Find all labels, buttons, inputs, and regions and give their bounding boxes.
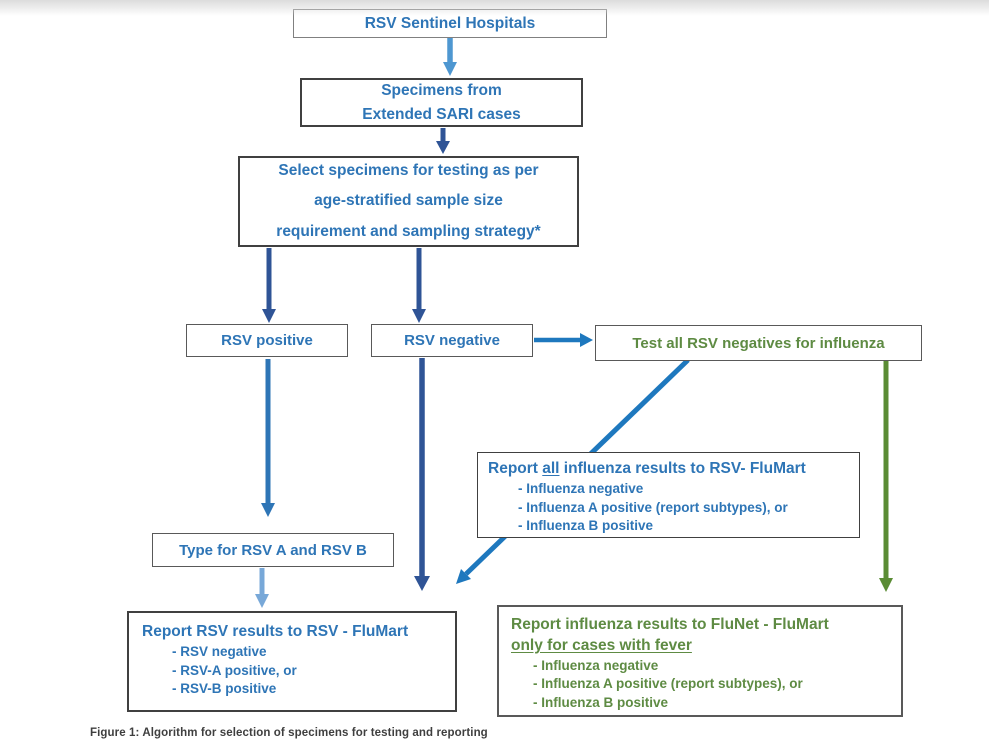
node-label-line1: Select specimens for testing as per xyxy=(278,162,539,180)
node-label: RSV negative xyxy=(404,332,500,349)
node-label: Type for RSV A and RSV B xyxy=(179,541,367,559)
report-flunet-title-line2: only for cases with fever xyxy=(511,636,692,654)
node-label-line1: Specimens from xyxy=(381,82,502,100)
figure-caption: Figure 1: Algorithm for selection of spe… xyxy=(90,727,488,739)
node-rsv-sentinel-hospitals: RSV Sentinel Hospitals xyxy=(293,9,607,38)
node-report-rsv-flumart: Report RSV results to RSV - FluMart - RS… xyxy=(127,611,457,712)
node-report-flunet-flumart: Report influenza results to FluNet - Flu… xyxy=(497,605,903,717)
node-report-influenza-rsv-flumart: Report all influenza results to RSV- Flu… xyxy=(477,452,860,538)
arrow-select-to-rsv-positive xyxy=(262,248,276,323)
arrow-select-to-rsv-negative xyxy=(412,248,426,323)
list-item: - Influenza negative xyxy=(533,657,659,673)
report-flunet-title-line1: Report influenza results to FluNet - Flu… xyxy=(511,616,829,633)
node-specimens-extended-sari: Specimens from Extended SARI cases xyxy=(300,78,583,127)
node-type-rsv-a-b: Type for RSV A and RSV B xyxy=(152,533,394,567)
node-rsv-positive: RSV positive xyxy=(186,324,348,357)
node-label-line3: requirement and sampling strategy* xyxy=(276,222,541,240)
node-select-specimens: Select specimens for testing as per age-… xyxy=(238,156,579,247)
list-item: - Influenza A positive (report subtypes)… xyxy=(518,499,788,515)
arrow-rsv-negative-to-report-rsv xyxy=(414,358,430,591)
report-influenza-title: Report all influenza results to RSV- Flu… xyxy=(488,460,806,477)
node-label: RSV positive xyxy=(221,332,313,349)
arrow-test-to-report-flunet xyxy=(879,361,893,592)
list-item: - RSV-A positive, or xyxy=(172,662,297,678)
arrow-sentinel-to-specimens xyxy=(443,38,457,76)
underlined-word: all xyxy=(542,460,560,477)
arrow-type-to-report-rsv xyxy=(255,568,269,608)
node-test-rsv-negatives: Test all RSV negatives for influenza xyxy=(595,325,922,361)
node-label: RSV Sentinel Hospitals xyxy=(364,14,536,32)
node-label-line2: age-stratified sample size xyxy=(314,192,503,210)
list-item: - RSV negative xyxy=(172,643,267,659)
list-item: - Influenza B positive xyxy=(518,518,654,534)
list-item: - Influenza negative xyxy=(518,480,644,496)
list-item: - Influenza A positive (report subtypes)… xyxy=(533,676,803,692)
list-item: - RSV-B positive xyxy=(172,681,277,697)
node-rsv-negative: RSV negative xyxy=(371,324,533,357)
node-label: Test all RSV negatives for influenza xyxy=(632,334,885,352)
report-rsv-title: Report RSV results to RSV - FluMart xyxy=(142,623,409,640)
node-label-line2: Extended SARI cases xyxy=(362,105,521,123)
list-item: - Influenza B positive xyxy=(533,695,669,711)
arrow-rsv-negative-to-test xyxy=(534,333,593,347)
arrow-specimens-to-select xyxy=(436,128,450,154)
arrow-rsv-positive-to-type xyxy=(261,359,275,517)
